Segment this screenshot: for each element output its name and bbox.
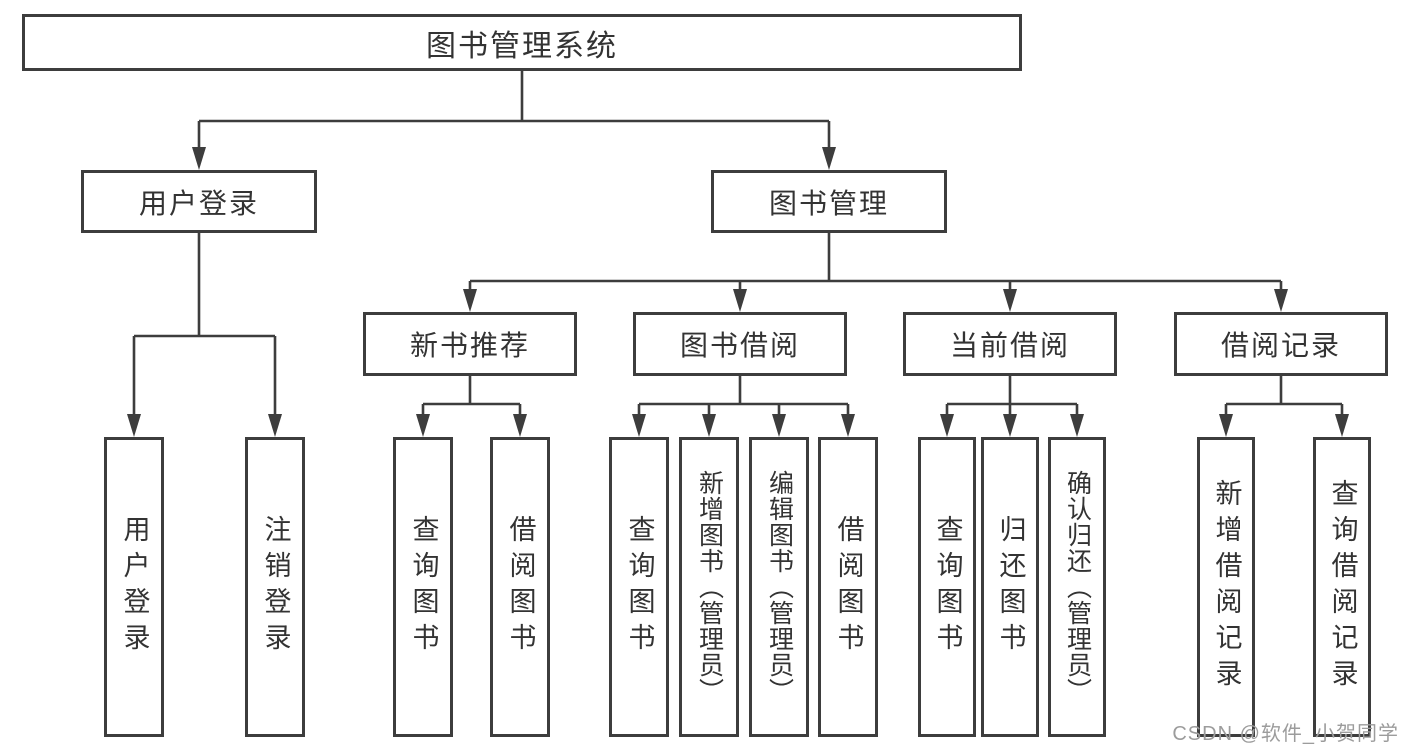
- arrowhead: [1274, 289, 1288, 312]
- leaf-query-books-current: 查询图书: [918, 437, 976, 737]
- connector-borrow-record-children: [1219, 376, 1349, 437]
- leaf-confirm-return-admin-label: 确认归还（管理员）: [1063, 470, 1092, 704]
- leaf-query-books-recommend-label: 查询图书: [408, 515, 439, 659]
- arrowhead: [1003, 289, 1017, 312]
- leaf-logout-label: 注销登录: [260, 515, 291, 659]
- connector-book-borrow-children: [632, 376, 855, 437]
- leaf-borrow-books-label: 借阅图书: [833, 515, 864, 659]
- leaf-add-borrow-record-label: 新增借阅记录: [1211, 479, 1242, 695]
- leaf-borrow-books: 借阅图书: [818, 437, 878, 737]
- node-borrow-records-label: 借阅记录: [1220, 330, 1341, 361]
- arrowhead: [841, 414, 855, 437]
- leaf-add-books-admin: 新增图书（管理员）: [679, 437, 739, 737]
- node-current-borrow: 当前借阅: [903, 312, 1117, 376]
- arrowhead: [822, 147, 836, 170]
- arrowhead: [513, 414, 527, 437]
- watermark: CSDN @软件_小贺同学: [1172, 723, 1399, 745]
- leaf-query-borrow-record-label: 查询借阅记录: [1327, 479, 1358, 695]
- leaf-edit-books-admin-label: 编辑图书（管理员）: [765, 470, 794, 704]
- leaf-borrow-books-recommend-label: 借阅图书: [505, 515, 536, 659]
- arrowhead: [1335, 414, 1349, 437]
- node-new-book-recommend: 新书推荐: [363, 312, 577, 376]
- node-root: 图书管理系统: [22, 14, 1022, 71]
- arrowhead: [127, 414, 141, 437]
- leaf-return-books-label: 归还图书: [995, 515, 1026, 659]
- arrowhead: [463, 289, 477, 312]
- arrowhead: [702, 414, 716, 437]
- leaf-query-borrow-record: 查询借阅记录: [1313, 437, 1371, 737]
- node-book-borrow-label: 图书借阅: [679, 330, 800, 361]
- node-current-borrow-label: 当前借阅: [949, 330, 1070, 361]
- leaf-query-books-borrow: 查询图书: [609, 437, 669, 737]
- connector-book-management-children: [463, 233, 1288, 312]
- leaf-query-books-borrow-label: 查询图书: [624, 515, 655, 659]
- leaf-query-books-recommend: 查询图书: [393, 437, 453, 737]
- arrowhead: [192, 147, 206, 170]
- leaf-user-login: 用户登录: [104, 437, 164, 737]
- arrowhead: [1003, 414, 1017, 437]
- leaf-borrow-books-recommend: 借阅图书: [490, 437, 550, 737]
- arrowhead: [632, 414, 646, 437]
- node-book-management: 图书管理: [711, 170, 947, 233]
- node-book-borrow: 图书借阅: [633, 312, 847, 376]
- node-borrow-records: 借阅记录: [1174, 312, 1388, 376]
- arrowhead: [940, 414, 954, 437]
- leaf-add-borrow-record: 新增借阅记录: [1197, 437, 1255, 737]
- arrowhead: [1219, 414, 1233, 437]
- leaf-query-books-current-label: 查询图书: [932, 515, 963, 659]
- node-book-management-label: 图书管理: [768, 187, 889, 219]
- node-new-book-recommend-label: 新书推荐: [409, 330, 530, 361]
- arrowhead: [268, 414, 282, 437]
- leaf-logout: 注销登录: [245, 437, 305, 737]
- arrowhead: [733, 289, 747, 312]
- connector-current-borrow-children: [940, 376, 1084, 437]
- connector-user-login-children: [127, 233, 282, 437]
- node-user-login-label: 用户登录: [138, 187, 259, 219]
- connector-root-to-level2: [192, 71, 836, 170]
- node-root-label: 图书管理系统: [426, 29, 618, 63]
- leaf-confirm-return-admin: 确认归还（管理员）: [1048, 437, 1106, 737]
- leaf-edit-books-admin: 编辑图书（管理员）: [749, 437, 809, 737]
- arrowhead: [772, 414, 786, 437]
- node-user-login: 用户登录: [81, 170, 317, 233]
- leaf-return-books: 归还图书: [981, 437, 1039, 737]
- connector-new-book-children: [416, 376, 527, 437]
- leaf-add-books-admin-label: 新增图书（管理员）: [695, 470, 724, 704]
- arrowhead: [1070, 414, 1084, 437]
- leaf-user-login-label: 用户登录: [119, 515, 150, 659]
- arrowhead: [416, 414, 430, 437]
